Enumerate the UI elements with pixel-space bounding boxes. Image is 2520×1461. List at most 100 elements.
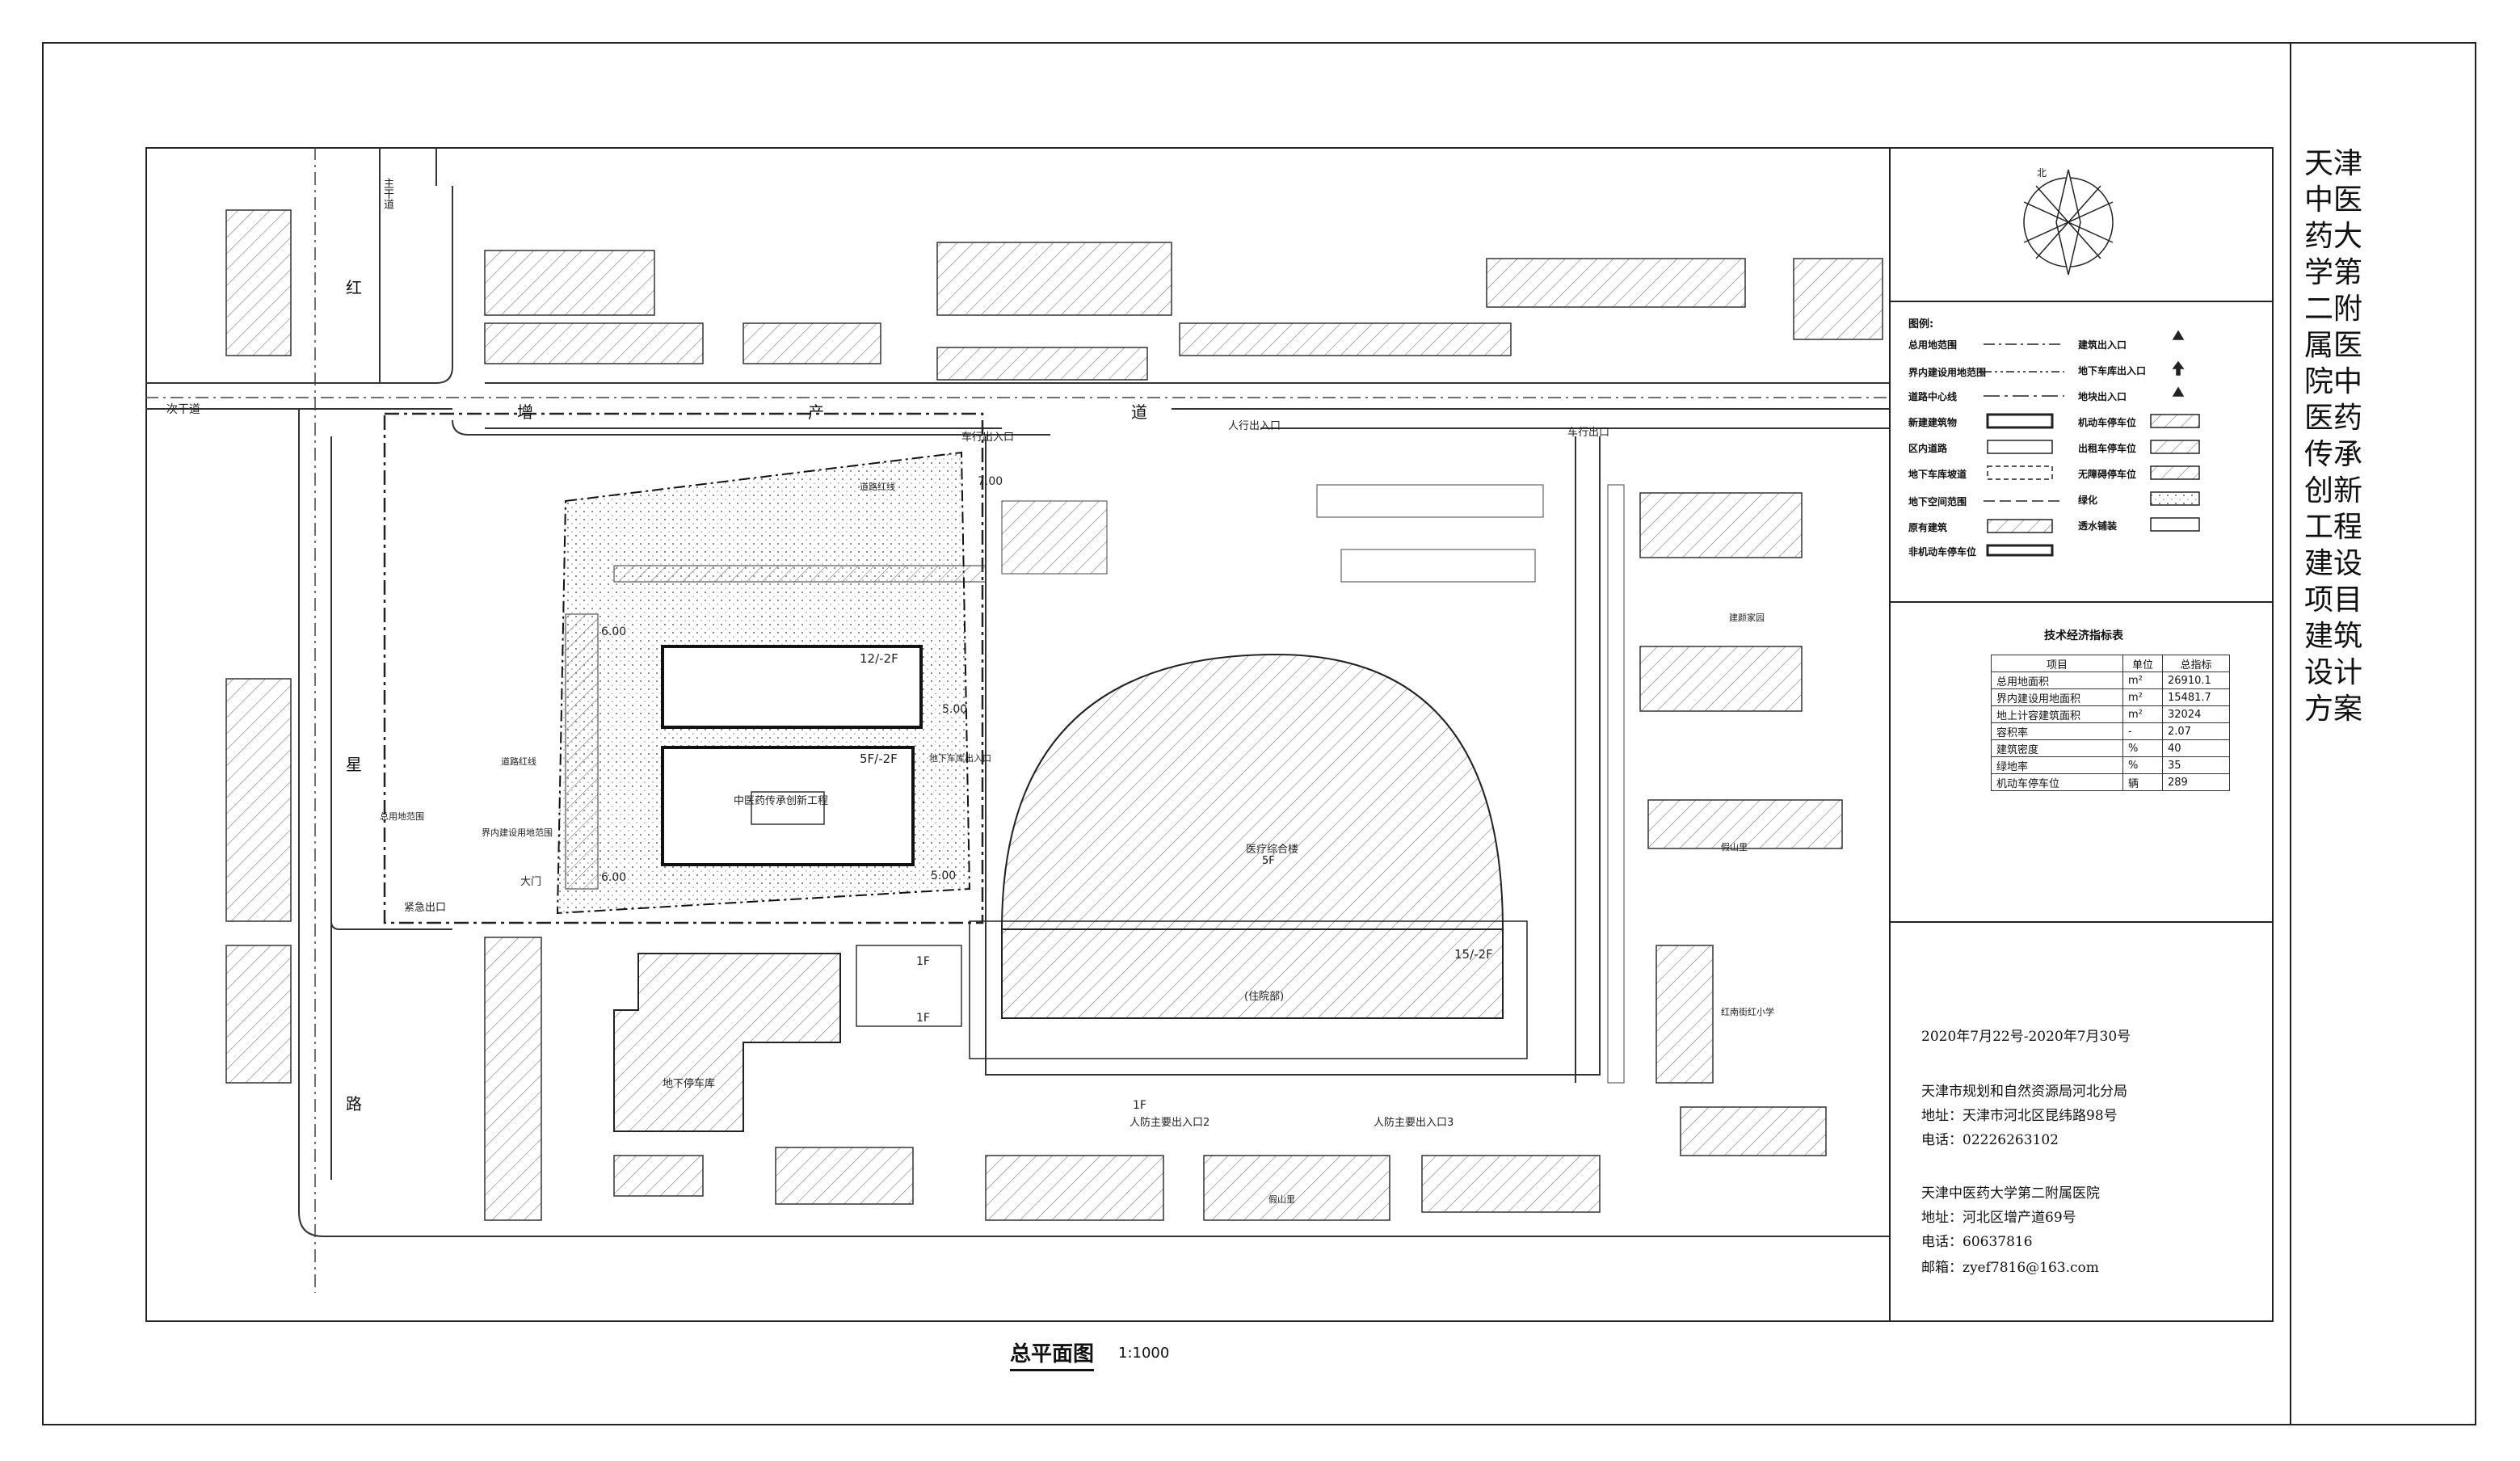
org1-address: 地址：天津市河北区昆纬路98号 bbox=[1921, 1108, 2118, 1124]
legend-item: 出租车停车位 bbox=[2078, 443, 2137, 454]
legend-item: 建筑出入口 bbox=[2078, 339, 2127, 351]
table-cell: m² bbox=[2122, 688, 2163, 706]
sidebar-divider-info bbox=[1889, 921, 2274, 923]
sidebar-divider-table bbox=[1889, 601, 2274, 603]
neighbor-label: 建颜家园 bbox=[1729, 613, 1765, 623]
entrance-label: 车行出口 bbox=[1567, 427, 1610, 439]
table-cell: 地上计容建筑面积 bbox=[1991, 705, 2123, 723]
table-cell: 289 bbox=[2162, 773, 2230, 791]
entrance-label: 大门 bbox=[520, 876, 542, 888]
legend-item: 绿化 bbox=[2078, 495, 2098, 506]
legend-item: 无障碍停车位 bbox=[2078, 469, 2137, 480]
org2-email: 邮箱：zyef7816@163.com bbox=[1921, 1260, 2099, 1276]
legend-item: 地下空间范围 bbox=[1908, 496, 1967, 507]
project-title: 天津中医药大学第二附属医院中医药传承创新工程建设项目建筑设计方案 bbox=[2303, 147, 2362, 726]
north-label: 北 bbox=[2037, 167, 2047, 179]
elevation-label: 6.00 bbox=[601, 625, 627, 638]
entrance-label: 紧急出口 bbox=[404, 902, 447, 914]
boundary-label: 总用地范围 bbox=[380, 811, 424, 822]
entrance-label: 车行出入口 bbox=[961, 432, 1015, 444]
building-name-label: 医疗综合楼 bbox=[1246, 844, 1299, 856]
road-label-top: 道 bbox=[1131, 402, 1147, 422]
legend-item: 原有建筑 bbox=[1908, 522, 1948, 533]
building-floor-label: 15/-2F bbox=[1454, 947, 1493, 962]
road-label-top: 产 bbox=[808, 402, 824, 422]
secondary-road-label: 次干道 bbox=[166, 403, 200, 416]
table-cell: 绿地率 bbox=[1991, 756, 2123, 774]
legend-item: 区内道路 bbox=[1908, 443, 1948, 454]
elevation-label: 7.00 bbox=[978, 475, 1003, 488]
tech-table-title: 技术经济指标表 bbox=[2044, 629, 2123, 642]
drawing-border bbox=[145, 147, 2274, 1322]
road-label-left: 红 bbox=[346, 278, 362, 297]
legend-item: 界内建设用地范围 bbox=[1908, 367, 1987, 378]
table-row: 建筑密度 % 40 bbox=[1991, 739, 2230, 757]
table-row: 机动车停车位 辆 289 bbox=[1991, 773, 2230, 791]
road-label-top: 增 bbox=[517, 402, 533, 422]
neighbor-label: 假山里 bbox=[1268, 1194, 1295, 1205]
org2-address: 地址：河北区增产道69号 bbox=[1921, 1210, 2076, 1226]
table-cell: 26910.1 bbox=[2162, 672, 2230, 689]
entrance-label: 人防主要出入口3 bbox=[1374, 1117, 1454, 1129]
sidebar-divider bbox=[1889, 147, 1891, 1322]
legend-item: 非机动车停车位 bbox=[1908, 546, 1977, 558]
building-name-label: (住院部) bbox=[1244, 991, 1285, 1003]
building-floor-label: 5F bbox=[1262, 855, 1275, 867]
legend-item: 道路中心线 bbox=[1908, 391, 1958, 402]
table-cell: 界内建设用地面积 bbox=[1991, 688, 2123, 706]
drawing-scale: 1:1000 bbox=[1118, 1345, 1170, 1362]
table-cell: % bbox=[2122, 739, 2163, 757]
table-cell: 32024 bbox=[2162, 705, 2230, 723]
floor-label: 1F bbox=[916, 955, 930, 968]
main-road-label: 主干道 bbox=[381, 178, 393, 209]
table-cell: 35 bbox=[2162, 756, 2230, 774]
table-cell: 15481.7 bbox=[2162, 688, 2230, 706]
table-row: 总用地面积 m² 26910.1 bbox=[1991, 672, 2230, 689]
org1-phone: 电话：02226263102 bbox=[1921, 1132, 2059, 1148]
table-row: 地上计容建筑面积 m² 32024 bbox=[1991, 705, 2230, 723]
table-cell: 2.07 bbox=[2162, 722, 2230, 740]
outer-border bbox=[42, 42, 2476, 1425]
neighbor-label: 假山里 bbox=[1721, 842, 1748, 853]
table-cell: m² bbox=[2122, 672, 2163, 689]
road-label-left: 星 bbox=[346, 755, 362, 774]
floor-label: 1F bbox=[1133, 1099, 1146, 1112]
table-cell: - bbox=[2122, 722, 2163, 740]
table-cell: % bbox=[2122, 756, 2163, 774]
legend-item: 地下车库出入口 bbox=[2078, 365, 2147, 377]
table-cell: 40 bbox=[2162, 739, 2230, 757]
entrance-label: 地下车库出入口 bbox=[929, 753, 991, 764]
date-range: 2020年7月22号-2020年7月30号 bbox=[1921, 1029, 2131, 1045]
legend-item: 新建建筑物 bbox=[1908, 417, 1958, 428]
legend-item: 总用地范围 bbox=[1908, 339, 1958, 351]
drawing-caption: 总平面图 bbox=[1010, 1337, 1095, 1371]
table-header: 项目 bbox=[1991, 655, 2123, 672]
org1-name: 天津市规划和自然资源局河北分局 bbox=[1921, 1084, 2127, 1100]
org2-name: 天津中医药大学第二附属医院 bbox=[1921, 1185, 2100, 1202]
title-strip-border bbox=[2290, 42, 2291, 1425]
building-floor-label: 12/-2F bbox=[860, 651, 898, 666]
table-cell: 容积率 bbox=[1991, 722, 2123, 740]
building-name-label: 中医药传承创新工程 bbox=[734, 795, 829, 807]
tech-table: 项目 单位 总指标 总用地面积 m² 26910.1 界内建设用地面积 m² 1… bbox=[1991, 655, 2230, 791]
floor-label: 1F bbox=[916, 1012, 930, 1025]
sidebar-divider-legend bbox=[1889, 301, 2274, 302]
elevation-label: 5.00 bbox=[942, 703, 968, 716]
neighbor-label: 红南街红小学 bbox=[1721, 1007, 1774, 1017]
table-header-row: 项目 单位 总指标 bbox=[1991, 655, 2230, 672]
table-cell: 辆 bbox=[2122, 773, 2163, 791]
legend-title: 图例: bbox=[1908, 318, 1934, 331]
table-cell: 建筑密度 bbox=[1991, 739, 2123, 757]
north-arrow bbox=[2023, 169, 2114, 276]
table-row: 容积率 - 2.07 bbox=[1991, 722, 2230, 740]
legend-item: 地下车库坡道 bbox=[1908, 469, 1967, 480]
table-header: 单位 bbox=[2122, 655, 2163, 672]
elevation-label: 6.00 bbox=[601, 871, 627, 884]
table-cell: 总用地面积 bbox=[1991, 672, 2123, 689]
road-label-left: 路 bbox=[346, 1094, 362, 1114]
table-row: 界内建设用地面积 m² 15481.7 bbox=[1991, 688, 2230, 706]
legend-item: 透水铺装 bbox=[2078, 520, 2118, 532]
table-row: 绿地率 % 35 bbox=[1991, 756, 2230, 774]
boundary-label: 道路红线 bbox=[860, 482, 895, 492]
boundary-label: 界内建设用地范围 bbox=[482, 827, 553, 838]
